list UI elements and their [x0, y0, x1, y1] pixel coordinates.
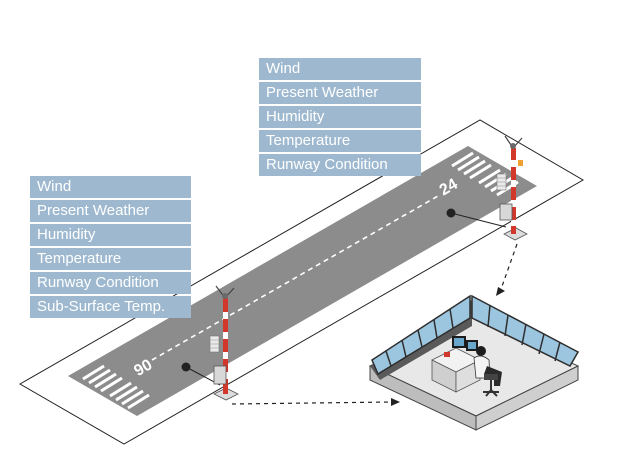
- operator-figure: [473, 346, 502, 397]
- runway-centerline: [151, 195, 439, 361]
- window-wall-left: [371, 294, 471, 376]
- sensor-parameters-far: Wind Present Weather Humidity Temperatur…: [259, 58, 421, 176]
- parameter-label: Runway Condition: [259, 154, 421, 176]
- data-link-near-arrow: [391, 398, 400, 406]
- parameter-label: Wind: [259, 58, 421, 80]
- parameter-label: Sub-Surface Temp.: [30, 296, 191, 318]
- parameter-label: Temperature: [259, 130, 421, 152]
- parameter-label: Temperature: [30, 248, 191, 270]
- runway-designator-far: 24: [437, 176, 461, 200]
- parameter-label: Wind: [30, 176, 191, 198]
- parameter-label: Present Weather: [30, 200, 191, 222]
- weather-station-near: [209, 285, 239, 401]
- airfield-boundary: [18, 119, 584, 445]
- weather-station-far: [496, 135, 528, 241]
- parameter-label: Humidity: [259, 106, 421, 128]
- control-room: [368, 294, 580, 431]
- sensor-link-far: [450, 212, 507, 228]
- parameter-label: Humidity: [30, 224, 191, 246]
- parameter-label: Runway Condition: [30, 272, 191, 294]
- parameter-label: Present Weather: [259, 82, 421, 104]
- data-link-far: [499, 243, 518, 293]
- runway-designator-near: 06: [130, 355, 154, 379]
- data-link-far-arrow: [496, 287, 505, 296]
- data-link-near: [231, 401, 393, 405]
- runway-surface: [68, 146, 537, 416]
- threshold-markings-near: [82, 364, 150, 410]
- sensor-parameters-near: Wind Present Weather Humidity Temperatur…: [30, 176, 191, 318]
